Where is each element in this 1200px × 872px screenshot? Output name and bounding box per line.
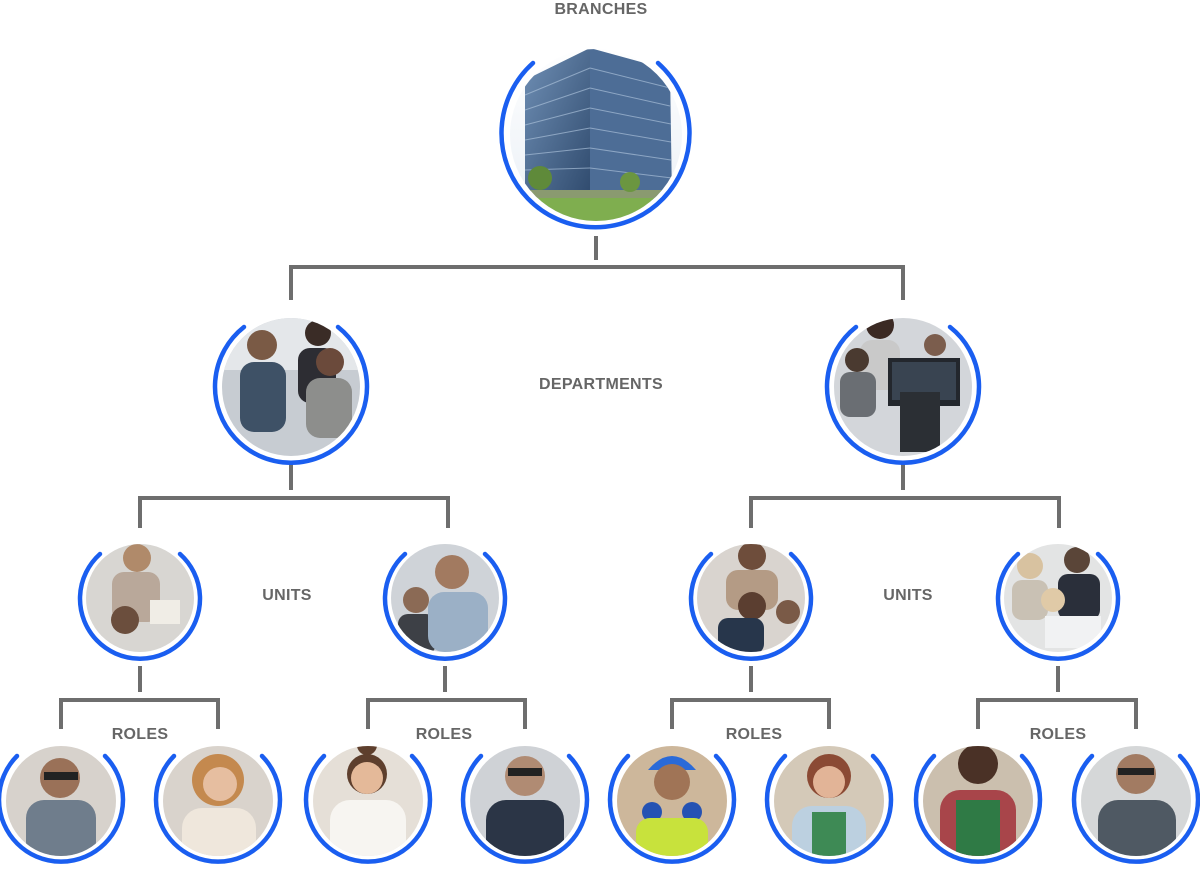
unit-4-ring — [995, 551, 1121, 661]
role-node-1 — [0, 746, 126, 864]
man-green-apron-photo — [923, 746, 1033, 856]
unit-2-ring — [382, 551, 508, 661]
role-7-ring — [913, 753, 1043, 864]
department-left-ring — [212, 324, 370, 465]
connector-left-department-to-units — [138, 462, 450, 528]
team-meeting-photo — [222, 318, 360, 456]
roles-label-1: ROLES — [112, 726, 169, 743]
smiling-men-photo — [391, 544, 499, 652]
units-label-right: UNITS — [883, 587, 933, 604]
department-node-right — [824, 318, 982, 465]
role-3-ring — [303, 753, 433, 864]
unit-node-1 — [77, 544, 203, 661]
woman-reading-photo — [86, 544, 194, 652]
role-6-ring — [764, 753, 894, 864]
role-2-ring — [153, 753, 283, 864]
woman-smiling-photo — [163, 746, 273, 856]
role-4-ring — [460, 753, 590, 864]
role-node-5 — [607, 746, 737, 864]
role-8-ring — [1071, 753, 1200, 864]
roles-label-3: ROLES — [726, 726, 783, 743]
department-right-ring — [824, 324, 982, 465]
units-label-left: UNITS — [262, 587, 312, 604]
branch-ring — [499, 60, 692, 230]
connector-unit2-to-roles — [366, 666, 527, 729]
office-building-photo — [510, 49, 682, 221]
department-node-left — [212, 318, 370, 465]
branch-node — [499, 49, 692, 230]
unit-3-ring — [688, 551, 814, 661]
role-node-2 — [153, 746, 283, 864]
role-node-4 — [460, 746, 590, 864]
woman-white-shirt-photo — [313, 746, 423, 856]
unit-node-4 — [995, 544, 1121, 661]
departments-label: DEPARTMENTS — [539, 376, 663, 393]
roles-label-2: ROLES — [416, 726, 473, 743]
role-5-ring — [607, 753, 737, 864]
connector-right-department-to-units — [749, 462, 1061, 528]
role-node-7 — [913, 746, 1043, 864]
woman-apron-photo — [774, 746, 884, 856]
role-node-8 — [1071, 746, 1200, 864]
man-glasses-portrait-photo — [470, 746, 580, 856]
connectors — [59, 236, 1138, 729]
connector-branch-to-departments — [289, 236, 905, 300]
unit-1-ring — [77, 551, 203, 661]
roles-label-4: ROLES — [1030, 726, 1087, 743]
man-glasses-laptop-photo — [6, 746, 116, 856]
role-node-6 — [764, 746, 894, 864]
construction-worker-photo — [617, 746, 727, 856]
connector-unit3-to-roles — [670, 666, 831, 729]
branches-label: BRANCHES — [554, 1, 647, 18]
man-casual-photo — [1081, 746, 1191, 856]
role-node-3 — [303, 746, 433, 864]
team-laptop-photo — [697, 544, 805, 652]
connector-unit1-to-roles — [59, 666, 220, 729]
unit-node-2 — [382, 544, 508, 661]
office-workstation-photo — [834, 318, 972, 456]
role-1-ring — [0, 753, 126, 864]
connector-unit4-to-roles — [976, 666, 1138, 729]
unit-node-3 — [688, 544, 814, 661]
